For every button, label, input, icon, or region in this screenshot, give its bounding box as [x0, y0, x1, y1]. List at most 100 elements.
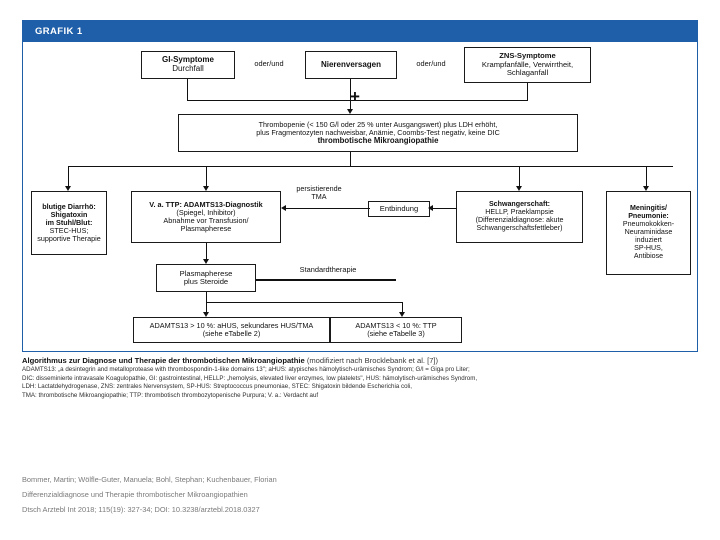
- ttp-workup-line-1: V. a. TTP: ADAMTS13-Diagnostik: [149, 199, 263, 209]
- tma-criteria-line-1: Thrombopenie (< 150 G/l oder 25 % unter …: [258, 119, 498, 129]
- stec-line-5: supportive Therapie: [37, 234, 101, 244]
- box-plasmapheresis-steroids: Plasmapherese plus Steroide: [156, 264, 256, 292]
- persistent-tma-line-1: persistierende: [296, 184, 342, 193]
- plasmapheresis-line-1: Plasmapherese: [179, 268, 233, 278]
- figure-caption-block: Algorithmus zur Diagnose und Therapie de…: [22, 356, 698, 401]
- arrow-to-outcome-right: [399, 312, 405, 317]
- box-meningitis-pneumonia: Meningitis/ Pneumonie: Pneumokokken- Neu…: [606, 191, 691, 275]
- pregnancy-line-3: (Differenzialdiagnose: akute: [475, 216, 564, 224]
- caption-title-main: Algorithmus zur Diagnose und Therapie de…: [22, 356, 305, 365]
- connector-outcome-bus: [206, 302, 402, 304]
- connector-cns-down: [527, 83, 529, 100]
- connector-bus-to-ttp: [206, 166, 208, 187]
- box-cns-symptoms: ZNS-Symptome Krampfanfälle, Verwirrtheit…: [464, 47, 591, 83]
- outcome-left-line-2: (siehe eTabelle 2): [202, 329, 261, 338]
- connector-bus-to-outcome-left: [206, 302, 208, 313]
- connector-bus-to-stec: [68, 166, 70, 187]
- figure-header-label: GRAFIK 1: [35, 25, 83, 37]
- arrow-to-stec: [65, 186, 71, 191]
- tma-criteria-diagnosis: thrombotische Mikroangiopathie: [317, 135, 439, 145]
- arrow-ttp-to-plasmapheresis: [203, 259, 209, 264]
- pregnancy-line-2: HELLP, Praeklampsie: [485, 208, 554, 217]
- stec-line-3: im Stuhl/Blut:: [45, 217, 93, 227]
- cns-detail-1: Krampfanfälle, Verwirrtheit,: [481, 59, 574, 69]
- tma-criteria-line-2: plus Fragmentozyten nachweisbar, Anämie,…: [256, 127, 500, 137]
- renal-title: Nierenversagen: [320, 59, 382, 69]
- outcome-right-line-2: (siehe eTabelle 3): [367, 329, 425, 338]
- gi-detail: Durchfall: [172, 64, 204, 73]
- connector-top-bus: [187, 100, 528, 102]
- box-entbindung: Entbindung: [368, 201, 430, 217]
- citation-title: Differenzialdiagnose und Therapie thromb…: [22, 490, 248, 500]
- connector-renal-down: [350, 79, 352, 100]
- box-outcome-ahus: ADAMTS13 > 10 %: aHUS, sekundares HUS/TM…: [133, 317, 330, 343]
- stec-line-1: blutige Diarrhö:: [42, 201, 96, 211]
- connector-bus-to-meningitis: [646, 166, 648, 187]
- flowchart-diagram: GI-Symptome Durchfall oder/und Nierenver…: [23, 42, 697, 351]
- label-persistent-tma: persistierende TMA: [279, 184, 359, 202]
- pregnancy-line-1: Schwangerschaft:: [488, 200, 551, 209]
- arrow-to-pregnancy: [516, 186, 522, 191]
- connector-plasmapheresis-down: [206, 292, 208, 302]
- meningitis-line-7: Antibiose: [633, 251, 664, 260]
- meningitis-line-6: SP-HUS,: [634, 243, 663, 252]
- stec-line-4: STEC-HUS;: [49, 226, 89, 236]
- connector-pregnancy-to-entbindung: [431, 208, 457, 210]
- ttp-workup-line-2: (Spiegel, Inhibitor): [176, 207, 236, 217]
- stec-line-2: Shigatoxin: [50, 209, 88, 219]
- legend-line-3: LDH: Lactatdehydrogenase, ZNS: zentrales…: [22, 383, 413, 391]
- box-pregnancy: Schwangerschaft: HELLP, Praeklampsie (Di…: [456, 191, 583, 243]
- connector-distribution-bus: [68, 166, 673, 168]
- connector-bus-to-pregnancy: [519, 166, 521, 187]
- arrow-entbindung-to-ttp: [281, 205, 286, 211]
- connector-ttp-to-plasmapheresis: [206, 243, 208, 260]
- outcome-right-line-1: ADAMTS13 < 10 %: TTP: [355, 320, 437, 330]
- box-tma-criteria: Thrombopenie (< 150 G/l oder 25 % unter …: [178, 114, 578, 152]
- meningitis-line-3: Pneumokokken-: [622, 220, 675, 229]
- connector-label-1: oder/und: [254, 59, 284, 68]
- arrow-to-outcome-left: [203, 312, 209, 317]
- meningitis-line-2: Pneumonie:: [628, 212, 669, 221]
- ttp-workup-line-4: Plasmapherese: [180, 224, 232, 234]
- ttp-workup-line-3: Abnahme vor Transfusion/: [163, 216, 249, 225]
- pregnancy-line-4: Schwangerschaftsfettleber): [476, 223, 563, 232]
- connector-gi-down: [187, 79, 189, 100]
- cns-detail-2: Schlaganfall: [506, 68, 549, 78]
- plus-sign: +: [350, 87, 360, 106]
- box-ttp-workup: V. a. TTP: ADAMTS13-Diagnostik (Spiegel,…: [131, 191, 281, 243]
- box-renal-failure: Nierenversagen: [305, 51, 397, 79]
- meningitis-line-4: Neuraminidase: [624, 228, 673, 237]
- box-outcome-ttp: ADAMTS13 < 10 %: TTP (siehe eTabelle 3): [330, 317, 462, 343]
- connector-label-2: oder/und: [416, 59, 446, 68]
- arrow-to-ttp: [203, 186, 209, 191]
- meningitis-line-5: induziert: [635, 235, 662, 244]
- connector-tma-down: [350, 152, 352, 166]
- cns-title: ZNS-Symptome: [499, 51, 556, 61]
- box-stec-hus: blutige Diarrhö: Shigatoxin im Stuhl/Blu…: [31, 191, 107, 255]
- gi-title: GI-Symptome: [161, 55, 214, 65]
- arrow-bus-to-tma: [347, 109, 353, 114]
- arrow-pregnancy-to-entbindung: [428, 205, 433, 211]
- legend-line-2: DIC: disseminierte intravasale Koagulopa…: [22, 374, 478, 382]
- plasmapheresis-line-2: plus Steroide: [183, 277, 229, 286]
- persistent-tma-line-2: TMA: [311, 192, 327, 202]
- figure-caption-title: Algorithmus zur Diagnose und Therapie de…: [22, 356, 698, 366]
- figure-header-bar: GRAFIK 1: [22, 20, 698, 42]
- entbindung-label: Entbindung: [379, 203, 419, 213]
- arrow-to-meningitis: [643, 186, 649, 191]
- connector-entbindung-to-ttp: [285, 208, 370, 210]
- legend-line-4: TMA: thrombotische Mikroangiopathie; TTP…: [22, 392, 319, 400]
- citation-source: Dtsch Arztebl Int 2018; 115(19): 327-34;…: [22, 505, 260, 515]
- citation-block: Bommer, Martin; Wölfle-Guter, Manuela; B…: [22, 472, 582, 518]
- legend-line-1: ADAMTS13: „a desintegrin and metalloprot…: [22, 365, 470, 373]
- citation-authors: Bommer, Martin; Wölfle-Guter, Manuela; B…: [22, 475, 277, 484]
- caption-title-source: (modifiziert nach Brocklebank et al. [7]…: [306, 356, 439, 365]
- connector-bus-to-tma: [350, 100, 352, 110]
- box-gi-symptoms: GI-Symptome Durchfall: [141, 51, 235, 79]
- meningitis-line-1: Meningitis/: [629, 204, 668, 213]
- label-standard-therapy: Standardtherapie: [299, 265, 357, 274]
- connector-bus-to-outcome-right: [402, 302, 404, 313]
- outcome-left-line-1: ADAMTS13 > 10 %: aHUS, sekundares HUS/TM…: [149, 320, 314, 330]
- connector-standard-therapy-bar: [256, 279, 396, 282]
